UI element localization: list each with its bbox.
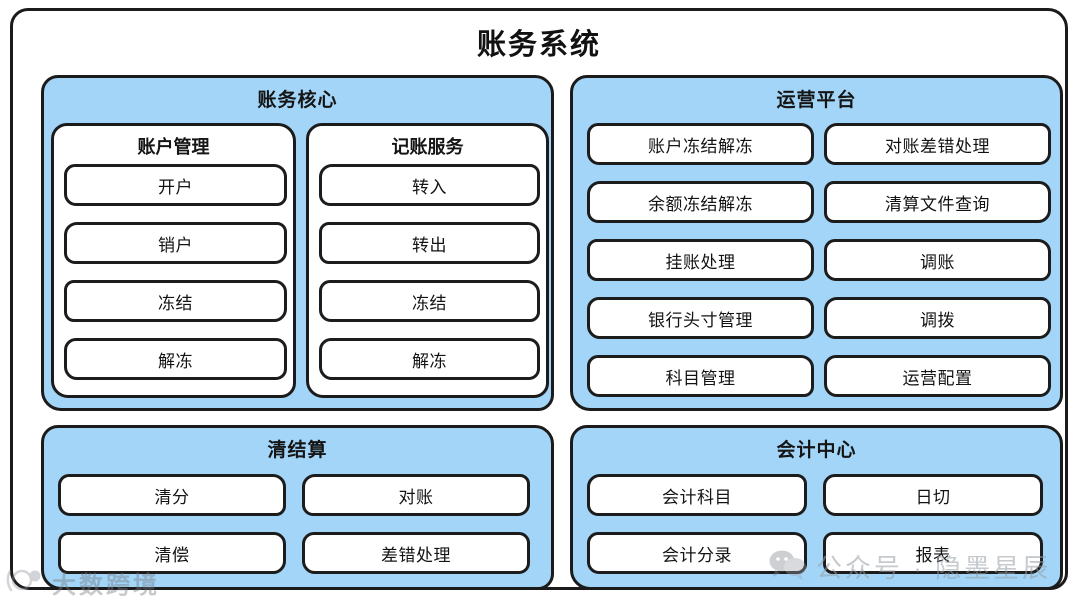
item-box[interactable]: 运营配置 (824, 355, 1051, 397)
item-box[interactable]: 解冻 (319, 338, 540, 380)
item-box[interactable]: 挂账处理 (587, 239, 814, 281)
item-box[interactable]: 冻结 (64, 280, 287, 322)
item-box[interactable]: 清分 (58, 474, 286, 516)
item-box[interactable]: 账户冻结解冻 (587, 123, 814, 165)
item-box[interactable]: 冻结 (319, 280, 540, 322)
item-box[interactable]: 开户 (64, 164, 287, 206)
item-box[interactable]: 清偿 (58, 532, 286, 574)
item-box[interactable]: 调拨 (824, 297, 1051, 339)
subgroup-account-management: 账户管理 开户 销户 冻结 解冻 (51, 123, 296, 398)
item-box[interactable]: 清算文件查询 (824, 181, 1051, 223)
item-box[interactable]: 调账 (824, 239, 1051, 281)
panel-clearing-settlement: 清结算 清分 清偿 对账 差错处理 (41, 425, 554, 590)
panel-accounting-center: 会计中心 会计科目 会计分录 日切 报表 (570, 425, 1063, 590)
item-box[interactable]: 余额冻结解冻 (587, 181, 814, 223)
item-box[interactable]: 差错处理 (302, 532, 530, 574)
subgroup-account-management-title: 账户管理 (137, 137, 210, 157)
item-box[interactable]: 对账差错处理 (824, 123, 1051, 165)
system-frame: 账务系统 账务核心 账户管理 开户 销户 冻结 解冻 记账服务 转入 转出 冻结… (10, 8, 1068, 590)
panel-accounting-center-title: 会计中心 (776, 440, 857, 461)
item-box[interactable]: 日切 (823, 474, 1043, 516)
item-box[interactable]: 会计科目 (587, 474, 807, 516)
subgroup-bookkeeping-service: 记账服务 转入 转出 冻结 解冻 (306, 123, 549, 398)
panel-clearing-settlement-title: 清结算 (267, 440, 328, 461)
item-box[interactable]: 会计分录 (587, 532, 807, 574)
page-title: 账务系统 (476, 29, 601, 61)
panel-operations-title: 运营平台 (776, 90, 857, 111)
item-box[interactable]: 对账 (302, 474, 530, 516)
subgroup-bookkeeping-service-title: 记账服务 (391, 137, 464, 157)
item-box[interactable]: 科目管理 (587, 355, 814, 397)
item-box[interactable]: 转出 (319, 222, 540, 264)
item-box[interactable]: 转入 (319, 164, 540, 206)
panel-core: 账务核心 账户管理 开户 销户 冻结 解冻 记账服务 转入 转出 冻结 解冻 (41, 75, 554, 411)
panel-core-title: 账务核心 (257, 90, 338, 111)
item-box[interactable]: 销户 (64, 222, 287, 264)
item-box[interactable]: 解冻 (64, 338, 287, 380)
item-box[interactable]: 银行头寸管理 (587, 297, 814, 339)
panel-operations: 运营平台 账户冻结解冻 余额冻结解冻 挂账处理 银行头寸管理 科目管理 对账差错… (570, 75, 1063, 411)
item-box[interactable]: 报表 (823, 532, 1043, 574)
